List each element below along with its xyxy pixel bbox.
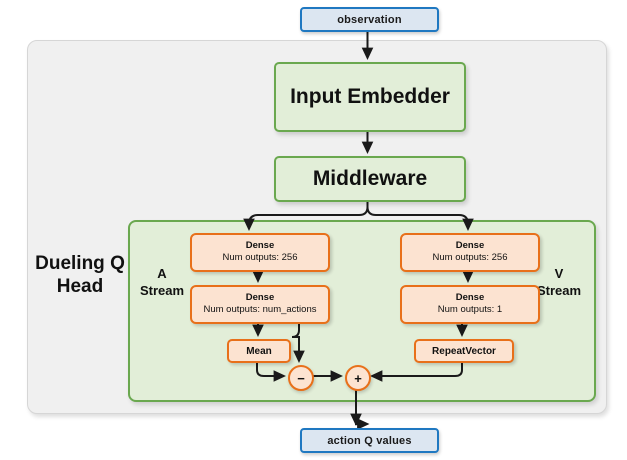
- dueling-q-head-label: Dueling Q Head: [32, 252, 128, 298]
- add-operator-node[interactable]: +: [345, 365, 371, 391]
- a-dense-256-subtitle: Num outputs: 256: [222, 252, 298, 264]
- v-dense-256-title: Dense: [455, 240, 485, 252]
- value-stream-label: V Stream: [528, 266, 590, 300]
- repeat-vector-node[interactable]: RepeatVector: [414, 339, 514, 363]
- input-embedder-node[interactable]: Input Embedder: [274, 62, 466, 132]
- subtract-operator-node[interactable]: −: [288, 365, 314, 391]
- v-stream-dense-1-node[interactable]: Dense Num outputs: 1: [400, 285, 540, 324]
- action-q-values-output-node[interactable]: action Q values: [300, 428, 439, 453]
- v-stream-line2: Stream: [536, 282, 582, 298]
- head-label-line2: Head: [56, 276, 104, 298]
- v-dense-1-subtitle: Num outputs: 1: [437, 304, 503, 316]
- a-dense-actions-title: Dense: [245, 292, 275, 304]
- v-dense-256-subtitle: Num outputs: 256: [432, 252, 508, 264]
- middleware-node[interactable]: Middleware: [274, 156, 466, 202]
- v-stream-dense-256-node[interactable]: Dense Num outputs: 256: [400, 233, 540, 272]
- mean-node[interactable]: Mean: [227, 339, 291, 363]
- observation-input-node[interactable]: observation: [300, 7, 439, 32]
- a-stream-line1: A: [157, 266, 167, 281]
- a-dense-256-title: Dense: [245, 240, 275, 252]
- a-stream-dense-num-actions-node[interactable]: Dense Num outputs: num_actions: [190, 285, 330, 324]
- a-dense-actions-subtitle: Num outputs: num_actions: [203, 304, 317, 316]
- advantage-stream-label: A Stream: [134, 266, 190, 300]
- a-stream-dense-256-node[interactable]: Dense Num outputs: 256: [190, 233, 330, 272]
- v-dense-1-title: Dense: [455, 292, 485, 304]
- v-stream-line1: V: [554, 266, 564, 281]
- head-label-line1: Dueling Q: [35, 253, 125, 274]
- a-stream-line2: Stream: [139, 282, 185, 298]
